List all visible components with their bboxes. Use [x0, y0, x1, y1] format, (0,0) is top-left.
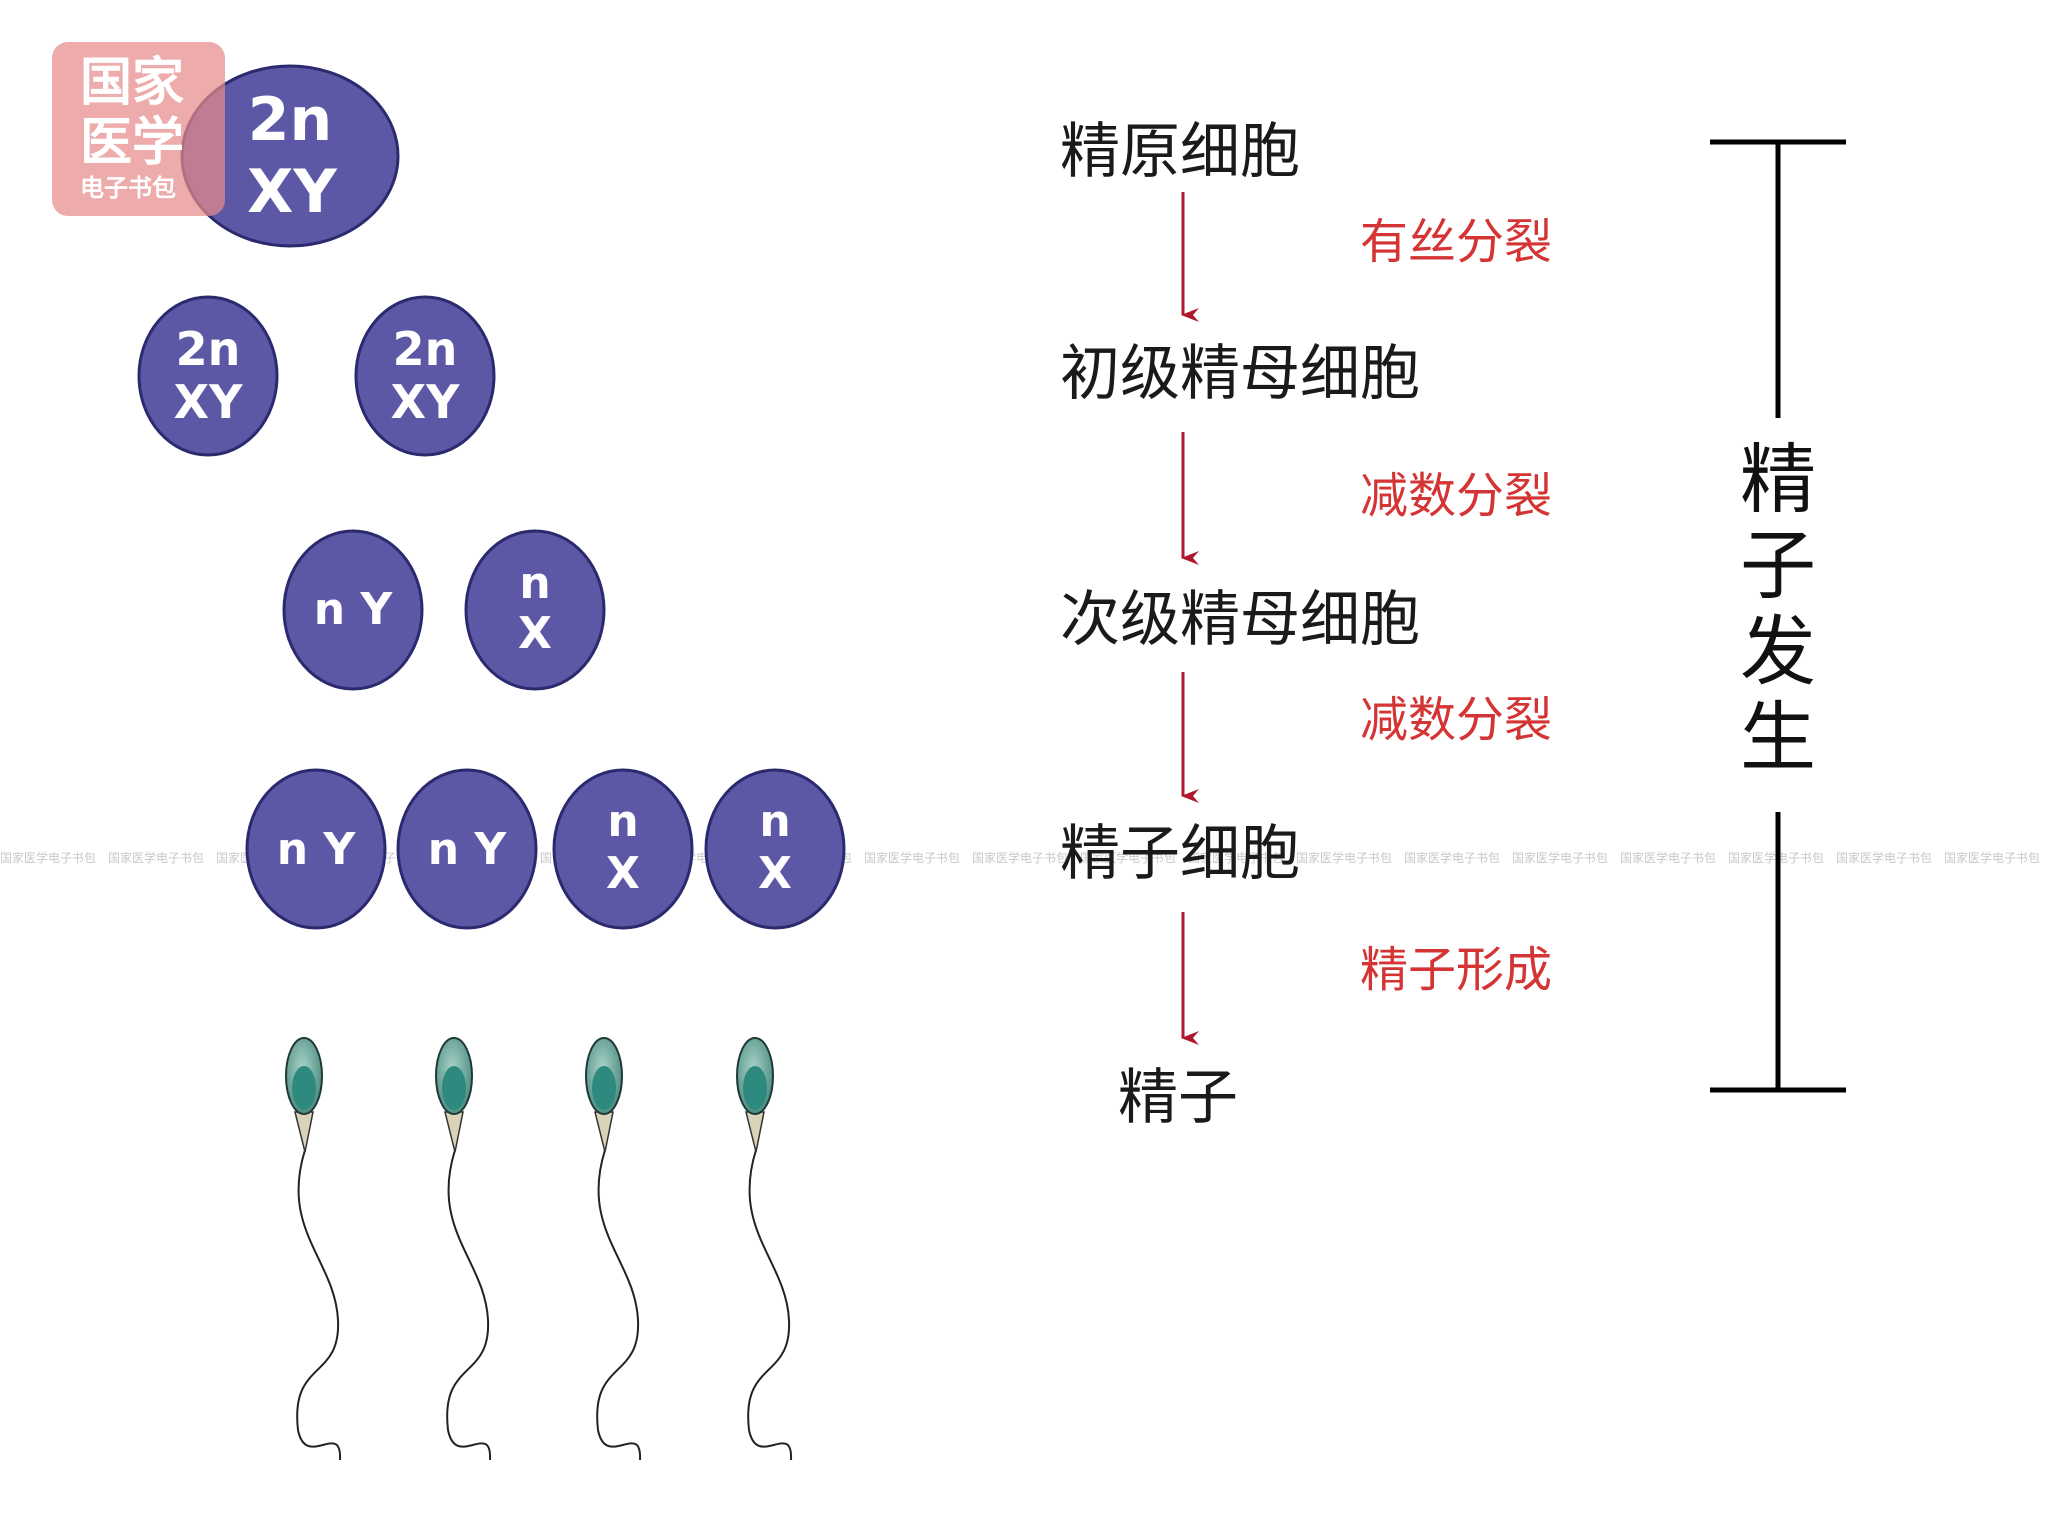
sperm-cell	[435, 1037, 492, 1461]
cell-ploidy-label: n	[759, 796, 790, 847]
spermatid-cell: n Y	[396, 768, 538, 930]
secondary-spermatocyte-cell: n Y	[282, 529, 424, 691]
cell-sex-label: XY	[247, 157, 338, 227]
cell-sex-label: X	[606, 848, 640, 899]
watermark-strip-text: 国家医学电子书包	[1296, 850, 1392, 865]
secondary-spermatocyte-cell: n X	[464, 529, 606, 691]
process-label-spermiogenesis: 精子形成	[1360, 942, 1552, 998]
cell-ploidy-label: n	[519, 558, 550, 609]
stage-label-spermatid: 精子细胞	[1060, 819, 1300, 889]
watermark-logo: 国家 医学 电子书包	[52, 42, 225, 216]
watermark-line3: 电子书包	[80, 173, 176, 202]
spermatid-cell: n Y	[245, 768, 387, 930]
bracket-label-char: 精	[1740, 435, 1816, 524]
sperm-cell	[285, 1037, 342, 1461]
spermatid-cell: n X	[552, 768, 694, 930]
watermark-strip-text: 国家医学电子书包	[972, 850, 1068, 865]
watermark-line2: 医学	[80, 112, 184, 173]
watermark-line1: 国家	[80, 52, 184, 113]
bracket-label-char: 发	[1740, 607, 1816, 696]
watermark-strip-text: 国家医学电子书包	[1836, 850, 1932, 865]
watermark-strip-text: 国家医学电子书包	[1620, 850, 1716, 865]
cell-ploidy-label: n	[607, 796, 638, 847]
stage-label-secondary-spermatocyte: 次级精母细胞	[1060, 585, 1420, 655]
bracket-label-char: 子	[1740, 521, 1816, 610]
spermatogonium-cell: 2n XY	[180, 64, 400, 248]
spermatogenesis-bracket	[1710, 139, 1846, 1093]
watermark-strip-text: 国家医学电子书包	[1512, 850, 1608, 865]
watermark-strip-text: 国家医学电子书包	[0, 850, 96, 865]
spermatid-cell: n X	[704, 768, 846, 930]
cell-sex-label: X	[758, 848, 792, 899]
cell-ploidy-label: 2n	[393, 322, 458, 376]
primary-spermatocyte-cell: 2n XY	[137, 295, 279, 457]
cell-label: n Y	[428, 824, 508, 875]
watermark-strip-text: 国家医学电子书包	[864, 850, 960, 865]
process-label-meiosis-1: 减数分裂	[1360, 468, 1552, 524]
watermark-strip-text: 国家医学电子书包	[108, 850, 204, 865]
sperm-cell	[736, 1037, 793, 1461]
process-label-meiosis-2: 减数分裂	[1360, 692, 1552, 748]
stage-label-spermatogonium: 精原细胞	[1060, 117, 1300, 187]
watermark-strip-text: 国家医学电子书包	[1944, 850, 2040, 865]
watermark-strip-text: 国家医学电子书包	[1080, 850, 1176, 865]
cell-ploidy-label: 2n	[176, 322, 241, 376]
watermark-strip-text: 国家医学电子书包	[1188, 850, 1284, 865]
bracket-label-char: 生	[1740, 693, 1816, 782]
watermark-strip-text: 国家医学电子书包	[1404, 850, 1500, 865]
process-label-mitosis: 有丝分裂	[1360, 214, 1552, 270]
cell-sex-label: XY	[174, 375, 243, 429]
cell-label: n Y	[277, 824, 357, 875]
stage-label-primary-spermatocyte: 初级精母细胞	[1060, 339, 1420, 409]
primary-spermatocyte-cell: 2n XY	[354, 295, 496, 457]
cell-sex-label: XY	[391, 375, 460, 429]
cell-ploidy-label: 2n	[248, 85, 332, 155]
stage-label-sperm: 精子	[1118, 1063, 1238, 1133]
sperm-cell	[585, 1037, 642, 1461]
cell-label: n Y	[314, 584, 394, 635]
cell-sex-label: X	[518, 608, 552, 659]
